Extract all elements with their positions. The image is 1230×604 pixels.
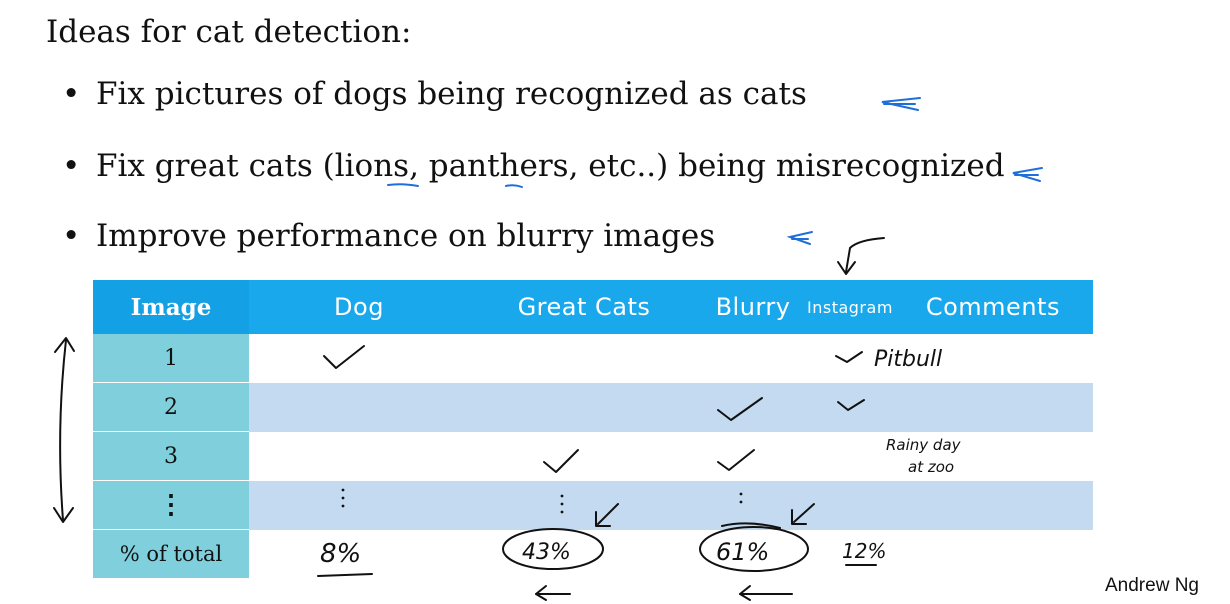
- table-row: 1: [93, 334, 1093, 383]
- vertical-range-arrow-icon: [59, 339, 67, 521]
- total-instagram: 12%: [842, 539, 886, 563]
- header-dog: Dog: [249, 280, 469, 334]
- bullet-dot: •: [62, 76, 81, 112]
- header-comments: Comments: [892, 280, 1093, 334]
- bullet-arrow-icon: [1012, 167, 1043, 182]
- total-dog: 8%: [320, 539, 361, 569]
- checkmark-icon: [717, 449, 755, 471]
- page-title: Ideas for cat detection:: [46, 14, 412, 50]
- checkmark-icon: [543, 449, 579, 473]
- row-index: 3: [93, 431, 249, 481]
- table-row: ⋮: [93, 480, 1093, 530]
- bullet-arrow-icon: [881, 97, 921, 111]
- checkmark-icon: [717, 397, 763, 421]
- arrow-icon: [793, 503, 815, 523]
- table-total-row: % of total: [93, 529, 1093, 579]
- comment-row-1: Pitbull: [874, 347, 942, 372]
- table-row: 2: [93, 382, 1093, 432]
- total-blurry: 61%: [716, 538, 769, 566]
- author-label: Andrew Ng: [1105, 575, 1199, 596]
- underline-lions: [387, 183, 419, 187]
- instagram-arrow-icon: [845, 237, 885, 273]
- circle-mark: [502, 528, 604, 570]
- row-index: 2: [93, 382, 249, 432]
- bullet-arrow-icon: [786, 231, 813, 245]
- bullet-dot: •: [62, 218, 81, 254]
- bullet-text: Improve performance on blurry images: [96, 218, 716, 254]
- bullet-text: Fix great cats (lions, panthers, etc..) …: [96, 148, 1005, 184]
- header-great-cats: Great Cats: [469, 280, 699, 334]
- error-analysis-table: Image Dog Great Cats Blurry Instagram Co…: [93, 280, 1093, 579]
- comment-row-3: Rainy day: [886, 436, 962, 454]
- row-index: ⋮: [93, 480, 249, 530]
- checkmark-icon: [835, 351, 863, 363]
- header-image: Image: [93, 280, 249, 334]
- total-great-cats: 43%: [522, 540, 571, 565]
- checkmark-icon: [323, 345, 365, 369]
- table-row: 3: [93, 431, 1093, 481]
- header-blurry: Blurry: [699, 280, 807, 334]
- header-instagram: Instagram: [807, 280, 893, 334]
- checkmark-icon: [837, 399, 865, 411]
- row-index: 1: [93, 334, 249, 383]
- underline-panthers: [505, 184, 523, 188]
- comment-row-3-line2: at zoo: [908, 458, 954, 476]
- table-header-row: Image Dog Great Cats Blurry Instagram Co…: [93, 280, 1093, 334]
- total-label: % of total: [93, 529, 249, 579]
- arrow-icon: [597, 503, 619, 525]
- circle-mark: [699, 526, 809, 572]
- bullet-dot: •: [62, 148, 81, 184]
- bullet-text: Fix pictures of dogs being recognized as…: [96, 76, 807, 112]
